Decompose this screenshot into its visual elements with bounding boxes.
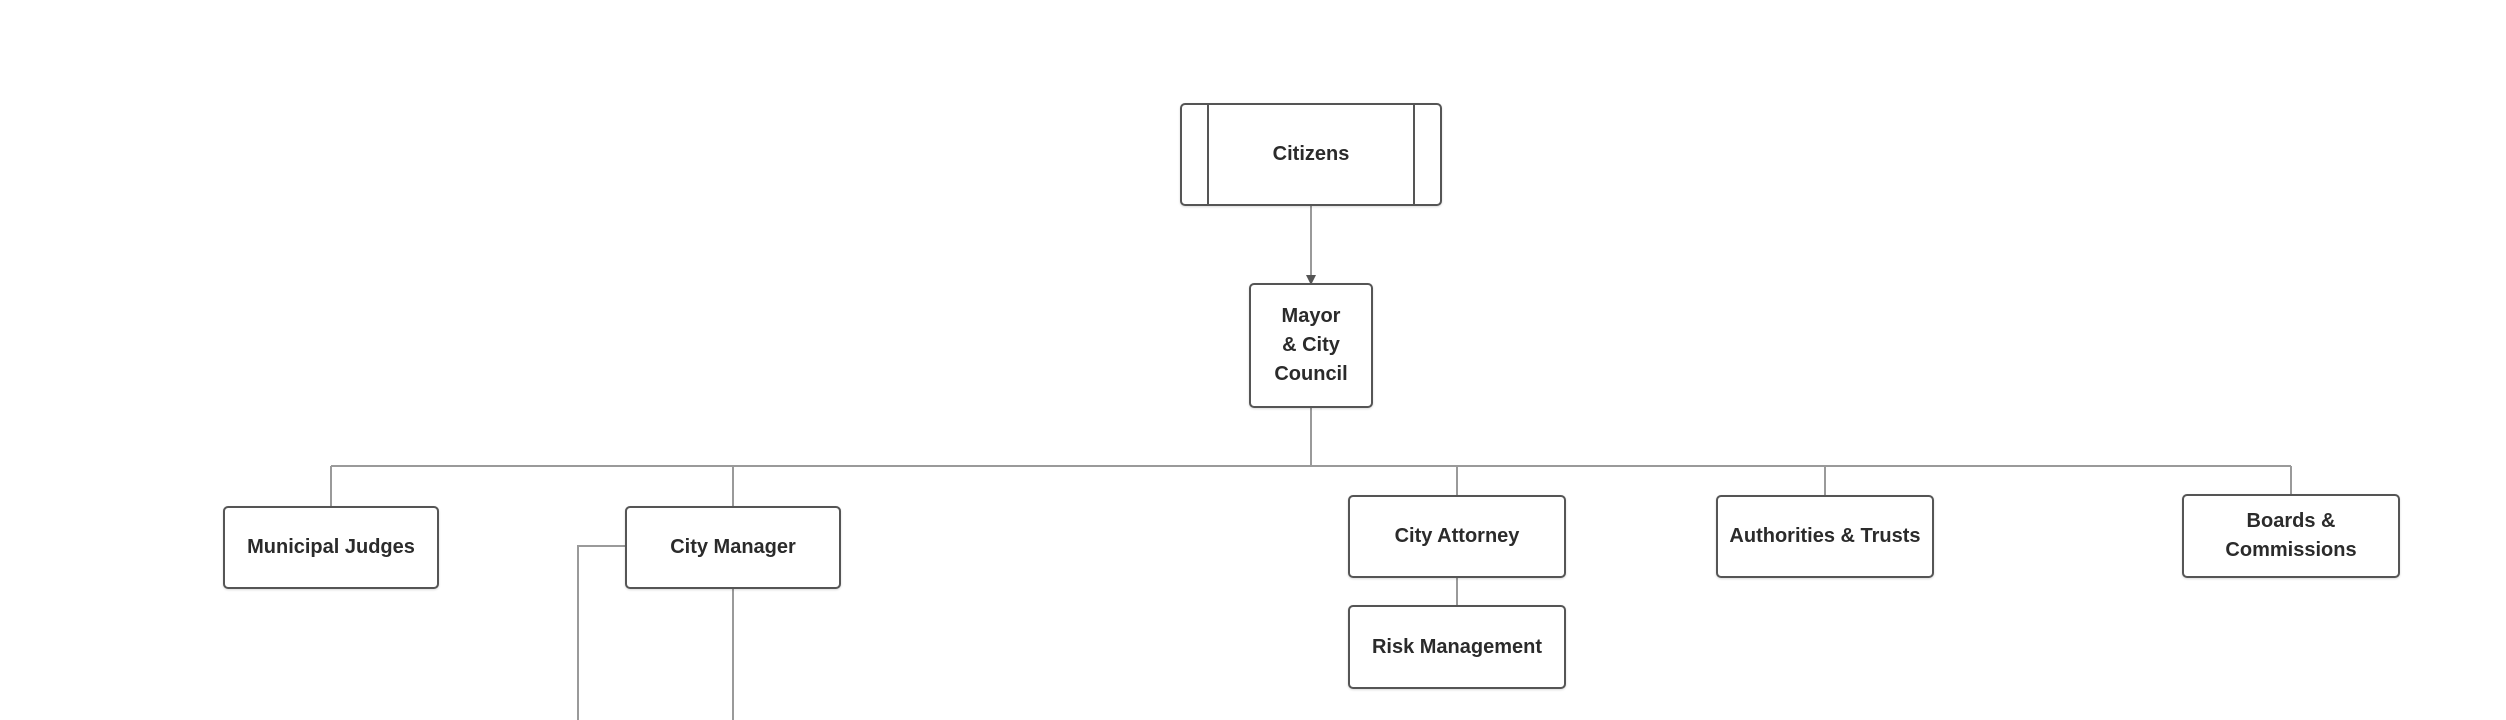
node-citizens: Citizens: [1180, 103, 1442, 206]
node-mayor-city-council: Mayor & City Council: [1249, 283, 1373, 408]
node-label: Citizens: [1272, 143, 1350, 165]
node-label: City Manager: [670, 536, 796, 558]
node-boards-commissions: Boards & Commissions: [2182, 494, 2400, 578]
node-municipal-judges: Municipal Judges: [223, 506, 439, 589]
node-city-attorney: City Attorney: [1348, 495, 1566, 578]
node-label: Mayor & City Council: [1274, 305, 1348, 385]
node-city-manager: City Manager: [625, 506, 841, 589]
node-label: Risk Management: [1371, 635, 1543, 658]
node-authorities-trusts: Authorities & Trusts: [1716, 495, 1934, 578]
node-label: Boards & Commissions: [2225, 510, 2357, 561]
predefined-process-bar-left: [1207, 105, 1209, 204]
edge-city-manager-side: [577, 545, 625, 720]
node-label: Municipal Judges: [247, 536, 415, 558]
node-label: City Attorney: [1394, 525, 1520, 547]
node-label: Authorities & Trusts: [1729, 525, 1921, 547]
predefined-process-bar-right: [1413, 105, 1415, 204]
node-risk-management: Risk Management: [1348, 605, 1566, 689]
